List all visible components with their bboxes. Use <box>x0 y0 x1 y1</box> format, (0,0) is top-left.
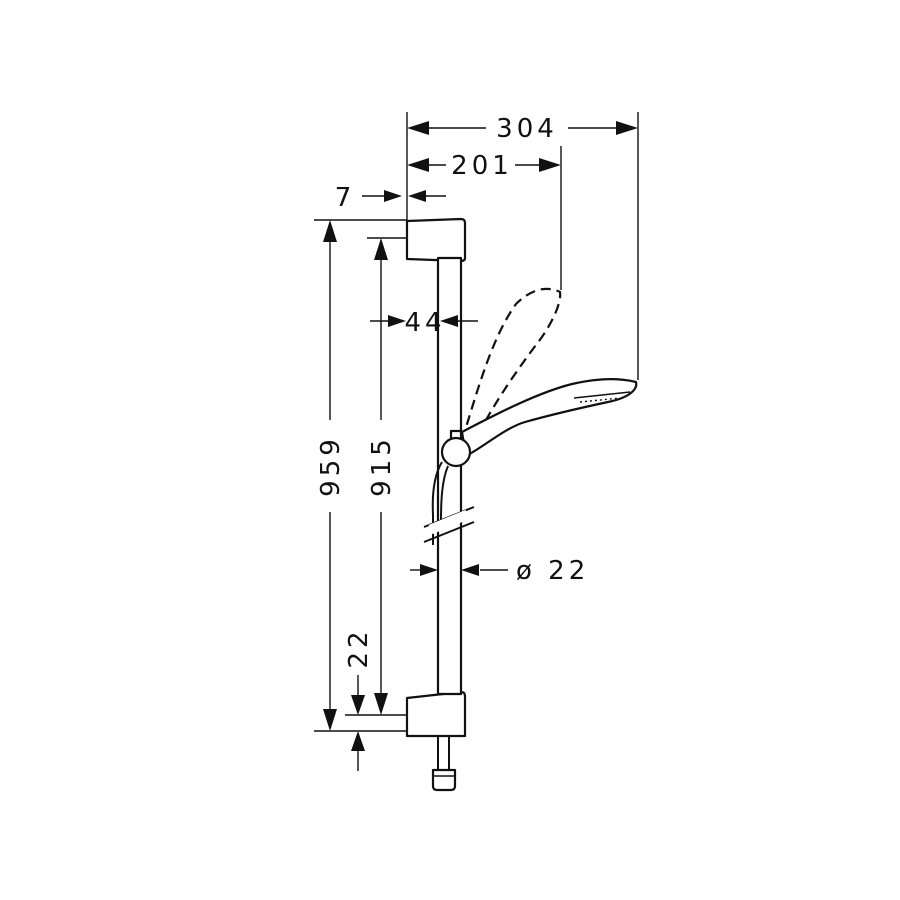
dim-7-arrow-right <box>408 190 426 202</box>
dim-915-arrow-top <box>374 238 388 260</box>
lower-wall-bracket <box>405 690 467 738</box>
dim-201-arrow-right <box>539 158 561 172</box>
handshower <box>460 378 638 458</box>
dim-959-arrow-bottom <box>323 709 337 731</box>
hose-right <box>440 465 449 521</box>
dim-22-arrow-bottom <box>351 731 365 751</box>
slide-rail <box>436 256 463 696</box>
dim-304-arrow-left <box>407 121 429 135</box>
dim-201-label: 201 <box>451 151 513 181</box>
break-gap <box>428 509 470 535</box>
shower-rail-set <box>405 217 638 792</box>
upper-wall-bracket <box>405 217 467 263</box>
dim-dia-arrow-left <box>420 564 438 576</box>
dim-915-label: 915 <box>367 435 397 497</box>
dim-915-arrow-bottom <box>374 693 388 715</box>
dimension-labels: 304 201 7 44 959 915 22 ø 22 <box>316 114 589 669</box>
handshower-spray-face <box>573 391 631 399</box>
dim-959-label: 959 <box>316 435 346 497</box>
dim-304-arrow-right <box>616 121 638 135</box>
hose-left <box>431 461 443 545</box>
hose-connector <box>431 768 457 792</box>
dim-44-arrow-left <box>388 315 406 327</box>
handshower-alternate-position <box>460 287 562 441</box>
dim-22-label: 22 <box>344 627 374 668</box>
dim-201-arrow-left <box>407 158 429 172</box>
handshower-nozzles <box>579 397 621 403</box>
dim-304-label: 304 <box>496 114 558 144</box>
slider-knob <box>440 436 472 468</box>
dim-7-arrow-left <box>384 190 402 202</box>
dim-22-arrow-top <box>351 695 365 715</box>
dim-44-arrow-right <box>440 315 458 327</box>
dim-7-label: 7 <box>335 183 356 213</box>
dimension-lines <box>314 112 639 771</box>
dim-959-arrow-top <box>323 220 337 242</box>
dim-dia-arrow-right <box>461 564 479 576</box>
dim-dia-label: ø 22 <box>516 556 589 586</box>
dim-44-label: 44 <box>404 308 445 338</box>
break-line-lower <box>423 521 475 543</box>
